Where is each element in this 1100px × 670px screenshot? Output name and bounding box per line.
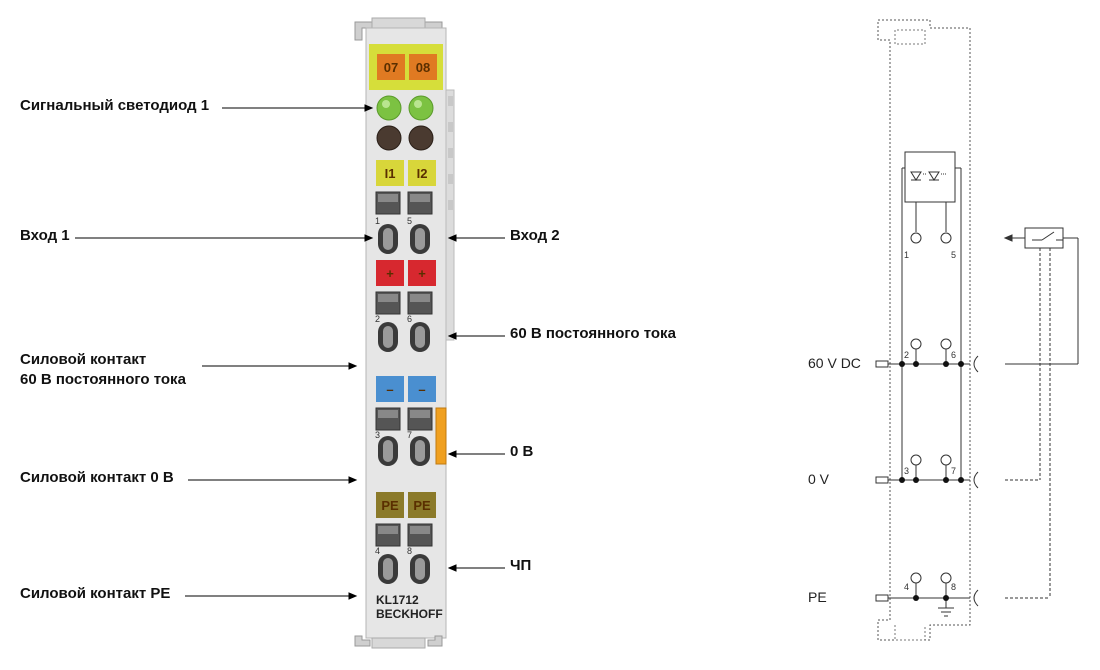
contact-group-1: 1 5 bbox=[375, 191, 433, 254]
brand-logo: BECKHOFF bbox=[376, 607, 443, 621]
callout-power-contact-0v: Силовой контакт 0 В bbox=[20, 469, 174, 486]
pin-8: 8 bbox=[407, 546, 412, 556]
led-dark-left bbox=[376, 125, 402, 151]
callout-power-contact-60v-line1: Силовой контакт bbox=[20, 351, 146, 368]
channel-tag-left bbox=[377, 54, 405, 80]
contact-group-2: 2 6 bbox=[375, 291, 433, 352]
signal-led-2 bbox=[408, 95, 434, 121]
pin-5: 5 bbox=[407, 216, 412, 226]
plus-label-right: + bbox=[418, 266, 426, 281]
callout-power-contact-pe: Силовой контакт PE bbox=[20, 585, 170, 602]
callout-input-1: Вход 1 bbox=[20, 227, 70, 244]
terminal-module: 07 08 I1 I2 1 5 + + bbox=[354, 17, 455, 649]
schematic-label-0v: 0 V bbox=[808, 471, 830, 487]
minus-label-right: – bbox=[418, 382, 425, 397]
led-dark-right bbox=[408, 125, 434, 151]
pe-label-left: PE bbox=[381, 498, 399, 513]
schematic-pin-7: 7 bbox=[951, 466, 956, 476]
external-switch-box bbox=[1024, 227, 1064, 249]
contact-group-3: 3 7 bbox=[375, 407, 447, 466]
plus-label-left: + bbox=[386, 266, 394, 281]
schematic-labels: 60 V DC 0 V PE bbox=[808, 355, 861, 605]
schematic-pin-6: 6 bbox=[951, 350, 956, 360]
callout-zero-v: 0 В bbox=[510, 443, 534, 460]
channel-tag-right-text: 08 bbox=[416, 60, 430, 75]
wiring-schematic bbox=[875, 19, 1079, 641]
schematic-label-pe: PE bbox=[808, 589, 827, 605]
callout-leaders bbox=[75, 104, 505, 600]
channel-tag-right bbox=[409, 54, 437, 80]
schematic-label-60v-dc: 60 V DC bbox=[808, 355, 861, 371]
pin-4: 4 bbox=[375, 546, 380, 556]
input-label-right: I2 bbox=[417, 166, 428, 181]
callout-dc-60v: 60 В постоянного тока bbox=[510, 325, 677, 342]
schematic-pin-numbers: 1 5 2 6 3 7 4 8 bbox=[904, 250, 956, 592]
pin-2: 2 bbox=[375, 314, 380, 324]
optocoupler-box bbox=[904, 151, 956, 203]
input-label-left: I1 bbox=[385, 166, 396, 181]
callout-signal-led-1: Сигнальный светодиод 1 bbox=[20, 97, 209, 114]
callout-power-contact-60v-line2: 60 В постоянного тока bbox=[20, 371, 187, 388]
schematic-pin-1: 1 bbox=[904, 250, 909, 260]
pin-7: 7 bbox=[407, 430, 412, 440]
schematic-pin-8: 8 bbox=[951, 582, 956, 592]
pin-1: 1 bbox=[375, 216, 380, 226]
pe-label-right: PE bbox=[413, 498, 431, 513]
callout-labels: Сигнальный светодиод 1 Вход 1 Вход 2 60 … bbox=[20, 97, 677, 602]
model-label: KL1712 bbox=[376, 593, 419, 607]
schematic-pin-4: 4 bbox=[904, 582, 909, 592]
pin-3: 3 bbox=[375, 430, 380, 440]
schematic-pin-3: 3 bbox=[904, 466, 909, 476]
callout-pe: ЧП bbox=[510, 557, 531, 574]
schematic-pin-2: 2 bbox=[904, 350, 909, 360]
schematic-pin-5: 5 bbox=[951, 250, 956, 260]
signal-led-1 bbox=[376, 95, 402, 121]
callout-input-2: Вход 2 bbox=[510, 227, 560, 244]
pin-6: 6 bbox=[407, 314, 412, 324]
minus-label-left: – bbox=[386, 382, 393, 397]
contact-group-4: 4 8 bbox=[375, 523, 433, 584]
channel-tag-left-text: 07 bbox=[384, 60, 398, 75]
